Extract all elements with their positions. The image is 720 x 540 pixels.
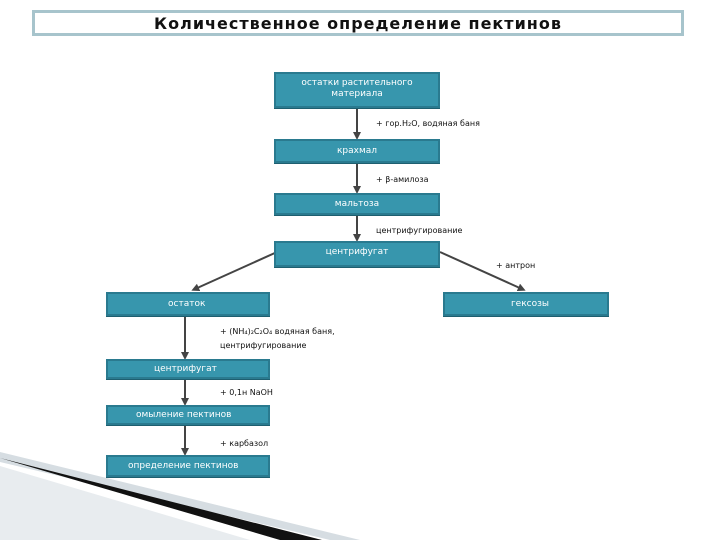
node-plant-residue: остатки растительного материала: [274, 72, 440, 108]
title-box: Количественное определение пектинов: [32, 10, 684, 36]
node-starch: крахмал: [274, 139, 440, 163]
node-hexoses: гексозы: [443, 292, 609, 316]
label-ammonium-oxalate: + (NH₄)₂C₂O₄ водяная баня,: [220, 327, 335, 336]
decorative-wedge: [0, 452, 360, 540]
arrow-centrifugate-to-residue: [191, 251, 278, 292]
label-hot-water: + гор.H₂O, водяная баня: [376, 119, 480, 128]
node-centrifugate-left: центрифугат: [106, 359, 270, 379]
node-residue: остаток: [106, 292, 270, 316]
label-carbazole: + карбазол: [220, 439, 269, 448]
page-title: Количественное определение пектинов: [154, 13, 562, 33]
node-determination: определение пектинов: [106, 455, 270, 477]
label-centrifugation: центрифугирование: [376, 226, 463, 235]
node-maltose: мальтоза: [274, 193, 440, 215]
node-saponification: омыление пектинов: [106, 405, 270, 425]
label-naoh: + 0,1н NaOH: [220, 388, 273, 397]
label-centrifugation-2: центрифугирование: [220, 341, 307, 350]
label-anthrone: + антрон: [496, 261, 536, 270]
node-centrifugate-top: центрифугат: [274, 241, 440, 267]
label-beta-amylase: + β-амилоза: [376, 175, 429, 184]
arrow-centrifugate-to-hexoses: [439, 251, 526, 292]
